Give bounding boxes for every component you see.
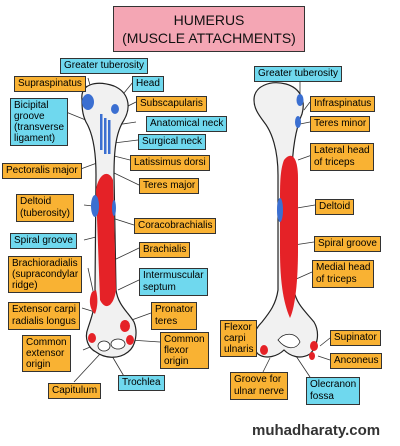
anterior-pronator-teres-muscle <box>120 320 130 332</box>
label-infraspinatus: Infraspinatus <box>310 96 376 112</box>
anterior-pectoralis-mark <box>100 114 103 150</box>
label-latissimus-dorsi: Latissimus dorsi <box>130 155 210 171</box>
posterior-teres-minor-mark <box>295 116 301 128</box>
label-pronator-teres: Pronator teres <box>151 302 198 330</box>
label-bicipital-groove: Bicipital groove (transverse ligament) <box>10 98 69 146</box>
posterior-supinator-mark <box>310 341 318 351</box>
posterior-deltoid-mark <box>277 198 283 222</box>
anterior-subscapularis-mark <box>111 104 119 114</box>
label-anatomical-neck: Anatomical neck <box>146 116 228 132</box>
label-common-flexor: Common flexor origin <box>160 332 209 369</box>
label-supinator: Supinator <box>330 330 381 346</box>
label-groove-ulnar-nerve: Groove for ulnar nerve <box>230 372 289 400</box>
label-subscapularis: Subscapularis <box>136 96 207 112</box>
label-teres-minor: Teres minor <box>310 116 371 132</box>
label-extensor-carpi: Extensor carpi radialis longus <box>8 302 80 330</box>
label-olecranon-fossa: Olecranon fossa <box>306 377 361 405</box>
label-anconeus: Anconeus <box>330 353 383 369</box>
label-deltoid-posterior: Deltoid <box>315 199 355 215</box>
label-common-extensor: Common extensor origin <box>22 335 71 372</box>
label-brachioradialis: Brachioradialis (supracondylar ridge) <box>8 256 83 293</box>
anterior-brachialis-muscle <box>96 173 116 307</box>
label-head: Head <box>132 76 164 92</box>
anterior-latissimus-mark <box>104 118 107 154</box>
diagram-title: HUMERUS (MUSCLE ATTACHMENTS) <box>113 6 305 52</box>
posterior-olecranon-fossa-shape <box>277 333 301 349</box>
posterior-flexor-carpi-mark <box>260 345 268 355</box>
label-coracobrachialis: Coracobrachialis <box>134 218 217 234</box>
label-capitulum: Capitulum <box>48 383 102 399</box>
anterior-deltoid-mark <box>91 195 99 217</box>
posterior-triceps-muscle <box>280 155 298 318</box>
posterior-infraspinatus-mark <box>296 94 304 106</box>
label-pectoralis-major: Pectoralis major <box>2 163 82 179</box>
anterior-teres-major-mark <box>108 120 111 154</box>
anterior-common-flexor-mark <box>126 335 134 345</box>
label-intermuscular-septum: Intermuscular septum <box>139 268 208 296</box>
label-greater-tuberosity-posterior: Greater tuberosity <box>254 66 343 82</box>
label-lateral-head-triceps: Lateral head of triceps <box>310 143 374 171</box>
label-medial-head-triceps: Medial head of triceps <box>312 260 375 288</box>
anterior-humerus <box>81 82 137 358</box>
anterior-trochlea-shape <box>110 338 126 350</box>
label-teres-major: Teres major <box>139 178 200 194</box>
anterior-extensor-carpi-muscle <box>89 290 98 314</box>
label-spiral-groove-posterior: Spiral groove <box>314 236 381 252</box>
label-deltoid-tuberosity: Deltoid (tuberosity) <box>16 194 75 222</box>
posterior-anconeus-mark <box>309 352 315 360</box>
label-supraspinatus: Supraspinatus <box>14 76 86 92</box>
anterior-coracobrachialis-mark <box>112 200 116 216</box>
label-greater-tuberosity-anterior: Greater tuberosity <box>60 58 149 74</box>
posterior-humerus <box>252 82 319 360</box>
anterior-capitulum-shape <box>97 340 111 352</box>
label-surgical-neck: Surgical neck <box>138 134 207 150</box>
anterior-supraspinatus-mark <box>82 94 94 110</box>
watermark-text: muhadharaty.com <box>252 422 381 439</box>
title-line-2: (MUSCLE ATTACHMENTS) <box>122 30 296 46</box>
title-line-1: HUMERUS <box>173 12 245 28</box>
label-flexor-carpi-ulnaris: Flexor carpi ulnaris <box>220 320 258 357</box>
anterior-common-extensor-mark <box>88 333 96 343</box>
label-spiral-groove-anterior: Spiral groove <box>10 233 77 249</box>
label-brachialis: Brachialis <box>139 242 191 258</box>
label-trochlea: Trochlea <box>118 375 165 391</box>
